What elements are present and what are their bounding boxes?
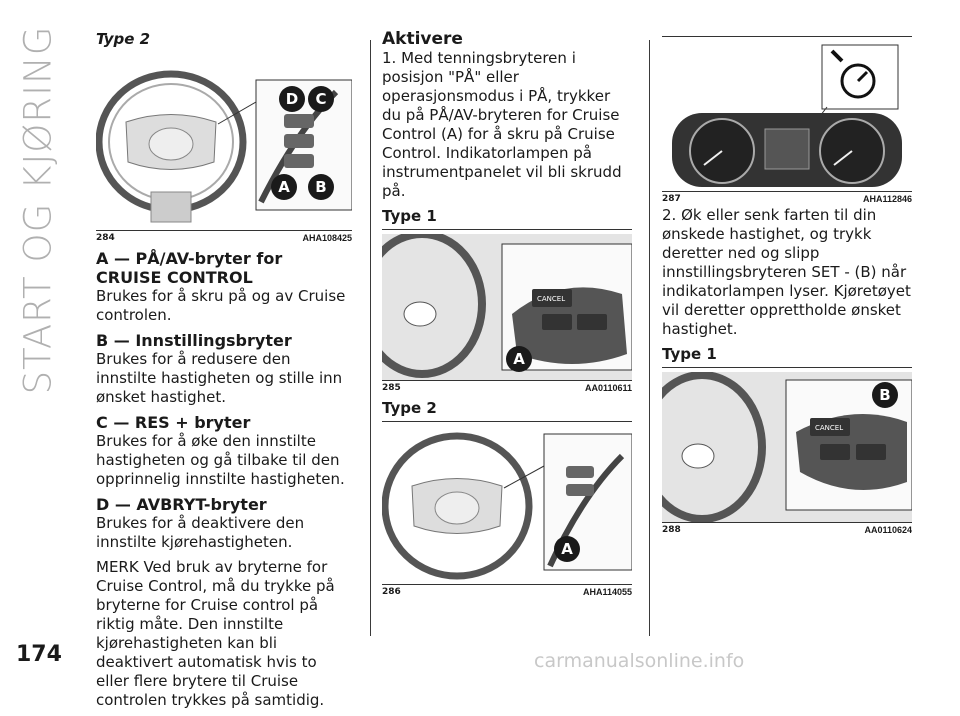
figure-top-rule bbox=[662, 367, 912, 368]
callout-a: A bbox=[271, 174, 297, 200]
figure-number: 284 bbox=[96, 233, 115, 243]
callout-d: D bbox=[279, 86, 305, 112]
figure-top-rule bbox=[382, 421, 632, 422]
figure-287 bbox=[662, 41, 912, 192]
callout-b: B bbox=[308, 174, 334, 200]
section-heading-c: C — RES + bryter bbox=[96, 413, 251, 432]
activate-step-1: 1. Med tenningsbryteren i posisjon "PÅ" … bbox=[382, 49, 622, 200]
figure-top-rule bbox=[662, 36, 912, 37]
figure-number: 288 bbox=[662, 525, 681, 535]
figure-285: CANCEL A bbox=[358, 230, 633, 381]
cruise-indicator-icon bbox=[840, 63, 876, 99]
figure-top-rule bbox=[382, 229, 632, 230]
figure-code: AHA108425 bbox=[302, 233, 352, 243]
section-body-d: Brukes for å deaktivere den innstilte kj… bbox=[96, 514, 305, 551]
callout-a: A bbox=[506, 346, 532, 372]
figure-284: D C A B bbox=[95, 52, 353, 231]
callout-b: B bbox=[872, 382, 898, 408]
callout-c: C bbox=[308, 86, 334, 112]
section-body-a: Brukes for å skru på og av Cruise contro… bbox=[96, 287, 346, 324]
figure-288: CANCEL B bbox=[638, 371, 913, 523]
figure-number: 285 bbox=[382, 383, 401, 393]
figure-label-row: 286 AHA114055 bbox=[382, 585, 632, 597]
cancel-button-text: CANCEL bbox=[815, 424, 843, 432]
figure-number: 287 bbox=[662, 194, 681, 204]
section-body-b: Brukes for å redusere den innstilte hast… bbox=[96, 350, 343, 406]
instrument-cluster-illustration bbox=[662, 41, 912, 191]
figure-code: AHA112846 bbox=[862, 194, 912, 204]
figure-286: A bbox=[381, 426, 633, 585]
section-heading-b: B — Innstillingsbryter bbox=[96, 331, 292, 350]
figure-label-row: 287 AHA112846 bbox=[662, 192, 912, 204]
column-1: Type 2 D C A B 284 AHA108425 A — PÅ/AV-b… bbox=[95, 30, 353, 716]
figure-label-row: 285 AA0110611 bbox=[382, 381, 632, 393]
figure-number: 286 bbox=[382, 587, 401, 597]
figure-code: AA0110611 bbox=[584, 383, 632, 393]
page-number: 174 bbox=[16, 642, 62, 667]
section-heading-a: A — PÅ/AV-bryter for CRUISE CONTROL bbox=[96, 249, 283, 287]
figure-caption: Type 2 bbox=[96, 30, 151, 48]
type-1-label: Type 1 bbox=[382, 207, 437, 225]
column-divider bbox=[649, 40, 650, 636]
type-1-label: Type 1 bbox=[662, 345, 717, 363]
column-2: Aktivere 1. Med tenningsbryteren i posis… bbox=[358, 29, 633, 603]
footer-watermark-link[interactable]: carmanualsonline.info bbox=[534, 650, 745, 672]
callout-a: A bbox=[554, 536, 580, 562]
step-2-text: 2. Øk eller senk farten til din ønskede … bbox=[662, 206, 911, 338]
figure-code: AA0110624 bbox=[864, 525, 912, 535]
column-divider bbox=[370, 40, 371, 636]
figure-code: AHA114055 bbox=[582, 587, 632, 597]
figure-label-row: 288 AA0110624 bbox=[662, 523, 912, 535]
steering-wheel-type2-illustration bbox=[381, 432, 633, 580]
side-chapter-title-text: START OG KJØRING bbox=[16, 25, 60, 395]
steering-wheel-illustration bbox=[95, 70, 353, 223]
note-text: MERK Ved bruk av bryterne for Cruise Con… bbox=[96, 558, 335, 709]
arrow-icon bbox=[830, 49, 844, 63]
section-heading-d: D — AVBRYT-bryter bbox=[96, 495, 267, 514]
cancel-button-text: CANCEL bbox=[537, 295, 565, 303]
type-2-label: Type 2 bbox=[382, 399, 437, 417]
side-chapter-title: START OG KJØRING bbox=[12, 26, 64, 395]
column-3: 287 AHA112846 2. Øk eller senk farten ti… bbox=[638, 30, 913, 541]
activate-heading: Aktivere bbox=[382, 29, 463, 49]
figure-label-row: 284 AHA108425 bbox=[96, 231, 352, 243]
section-body-c: Brukes for å øke den innstilte hastighet… bbox=[96, 432, 345, 488]
